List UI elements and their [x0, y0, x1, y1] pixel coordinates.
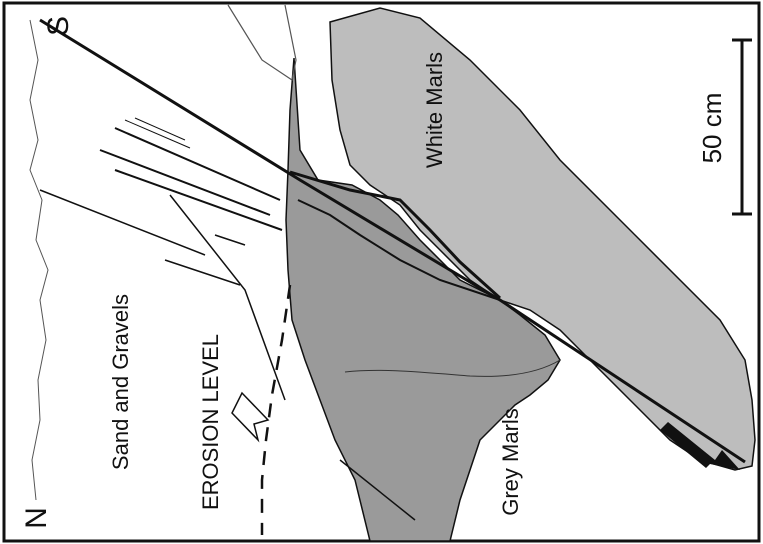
north-label: N [20, 507, 53, 529]
grey-marls-label: Grey Marls [498, 408, 523, 516]
white-marls-label: White Marls [422, 52, 447, 168]
scale-label: 50 cm [697, 93, 727, 164]
sand-gravels-label: Sand and Gravels [108, 294, 133, 470]
south-label: S [42, 16, 75, 36]
erosion-level-label: EROSION LEVEL [198, 334, 223, 510]
